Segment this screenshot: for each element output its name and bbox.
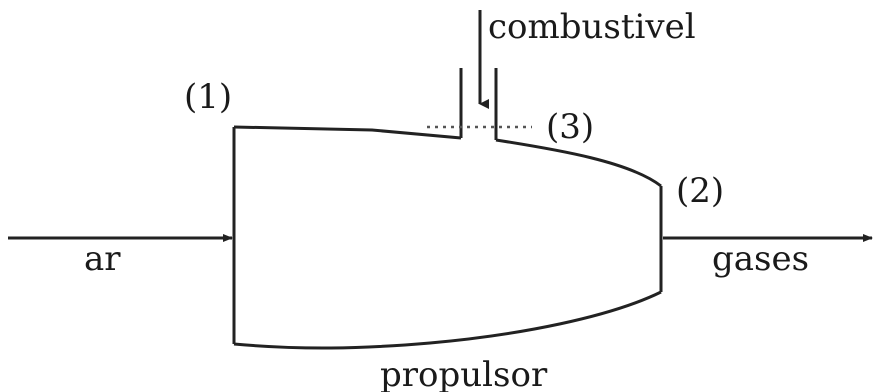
bottom-wall — [233, 290, 662, 350]
top-wall-front — [233, 125, 462, 140]
body-label: propulsor — [380, 355, 548, 392]
station3-label: (3) — [546, 107, 594, 147]
inlet-label: ar — [84, 239, 121, 279]
outlet-label: gases — [712, 239, 809, 279]
fuel-label: combustivel — [488, 7, 696, 47]
top-wall-rear — [495, 138, 662, 188]
station1-label: (1) — [184, 77, 232, 117]
station2-label: (2) — [676, 171, 724, 211]
engine-body — [232, 68, 663, 350]
